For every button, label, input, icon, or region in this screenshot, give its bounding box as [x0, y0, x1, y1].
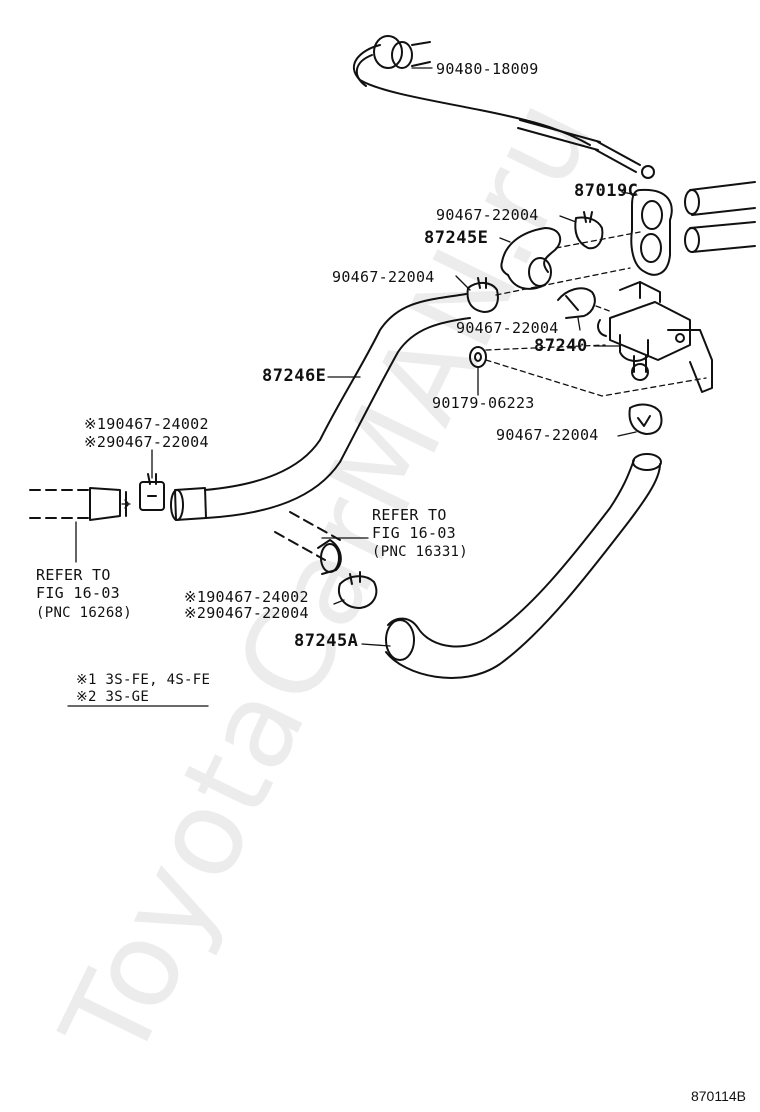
label-87246E: 87246E [262, 366, 327, 386]
label-87019C: 87019C [574, 181, 639, 201]
clip-upper [574, 211, 604, 250]
hose-87245E [500, 227, 562, 290]
guide-lines [485, 231, 707, 397]
label-90179-06223: 90179-06223 [432, 394, 535, 412]
label-90467-22004-c: 90467-22004 [456, 319, 559, 337]
refer-left-line-2: FIG 16-03 [36, 584, 120, 602]
clip-left [139, 473, 165, 511]
label-90480-18009: 90480-18009 [436, 60, 539, 78]
right-pipes [684, 181, 756, 253]
label-90467-22004-d: 90467-22004 [496, 426, 599, 444]
clip-lower [338, 571, 378, 609]
label-87240: 87240 [534, 336, 588, 356]
wire-harness-90480 [352, 35, 655, 179]
label-90467-22004-a: 90467-22004 [436, 206, 539, 224]
footnote-1: ※1 3S-FE, 4S-FE [76, 672, 211, 688]
refer-right-line-3: (PNC 16331) [372, 544, 469, 560]
label-90467-22004-b: 90467-22004 [332, 268, 435, 286]
refer-right-line-1: REFER TO [372, 506, 447, 524]
grommet-90179 [469, 346, 487, 368]
clip-bracket [557, 287, 596, 319]
refer-pipe-center [274, 511, 342, 575]
refer-left-line-1: REFER TO [36, 566, 111, 584]
label-left-variant-2: ※290467-22004 [84, 433, 209, 451]
label-mid-variant-1: ※190467-24002 [184, 588, 309, 606]
left-pipe [29, 487, 131, 521]
valve-87240 [597, 281, 713, 393]
label-87245A: 87245A [294, 631, 359, 651]
refer-left-line-3: (PNC 16268) [36, 605, 133, 621]
refer-right-line-2: FIG 16-03 [372, 524, 456, 542]
footnote-2: ※2 3S-GE [76, 689, 150, 705]
grommet-87019C [630, 188, 673, 276]
leader-lines [67, 67, 638, 707]
label-mid-variant-2: ※290467-22004 [184, 604, 309, 622]
hose-87245A [385, 453, 662, 679]
hose-87246E [170, 293, 471, 521]
document-id: 870114B [690, 1088, 746, 1104]
clip-right [628, 403, 663, 435]
label-left-variant-1: ※190467-24002 [84, 415, 209, 433]
label-87245E: 87245E [424, 228, 489, 248]
clip-mid [466, 277, 499, 313]
